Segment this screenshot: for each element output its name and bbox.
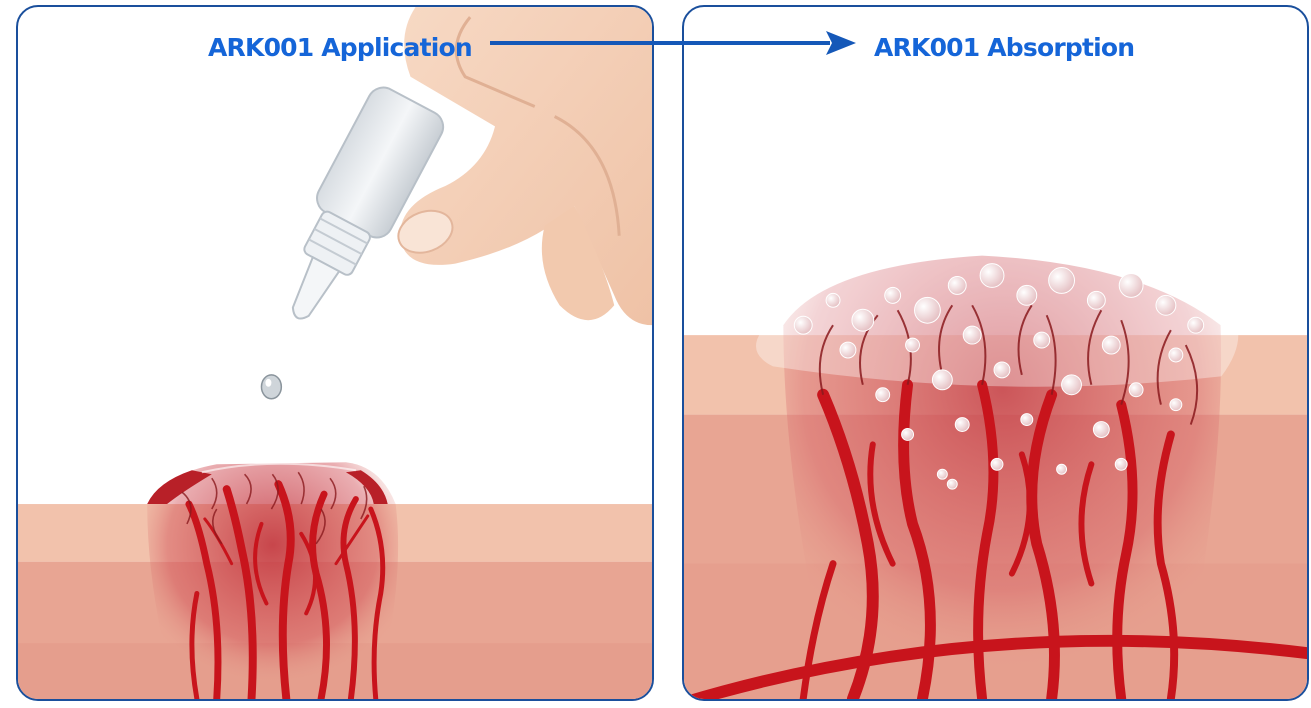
droplet-icon — [261, 375, 281, 399]
wound-cavity — [147, 462, 398, 699]
absorption-panel: ARK001 Absorption — [682, 5, 1309, 701]
application-title: ARK001 Application — [208, 33, 472, 62]
application-illustration — [18, 7, 652, 699]
application-panel: ARK001 Application — [16, 5, 654, 701]
absorption-title: ARK001 Absorption — [874, 33, 1134, 62]
absorption-illustration — [684, 7, 1307, 699]
